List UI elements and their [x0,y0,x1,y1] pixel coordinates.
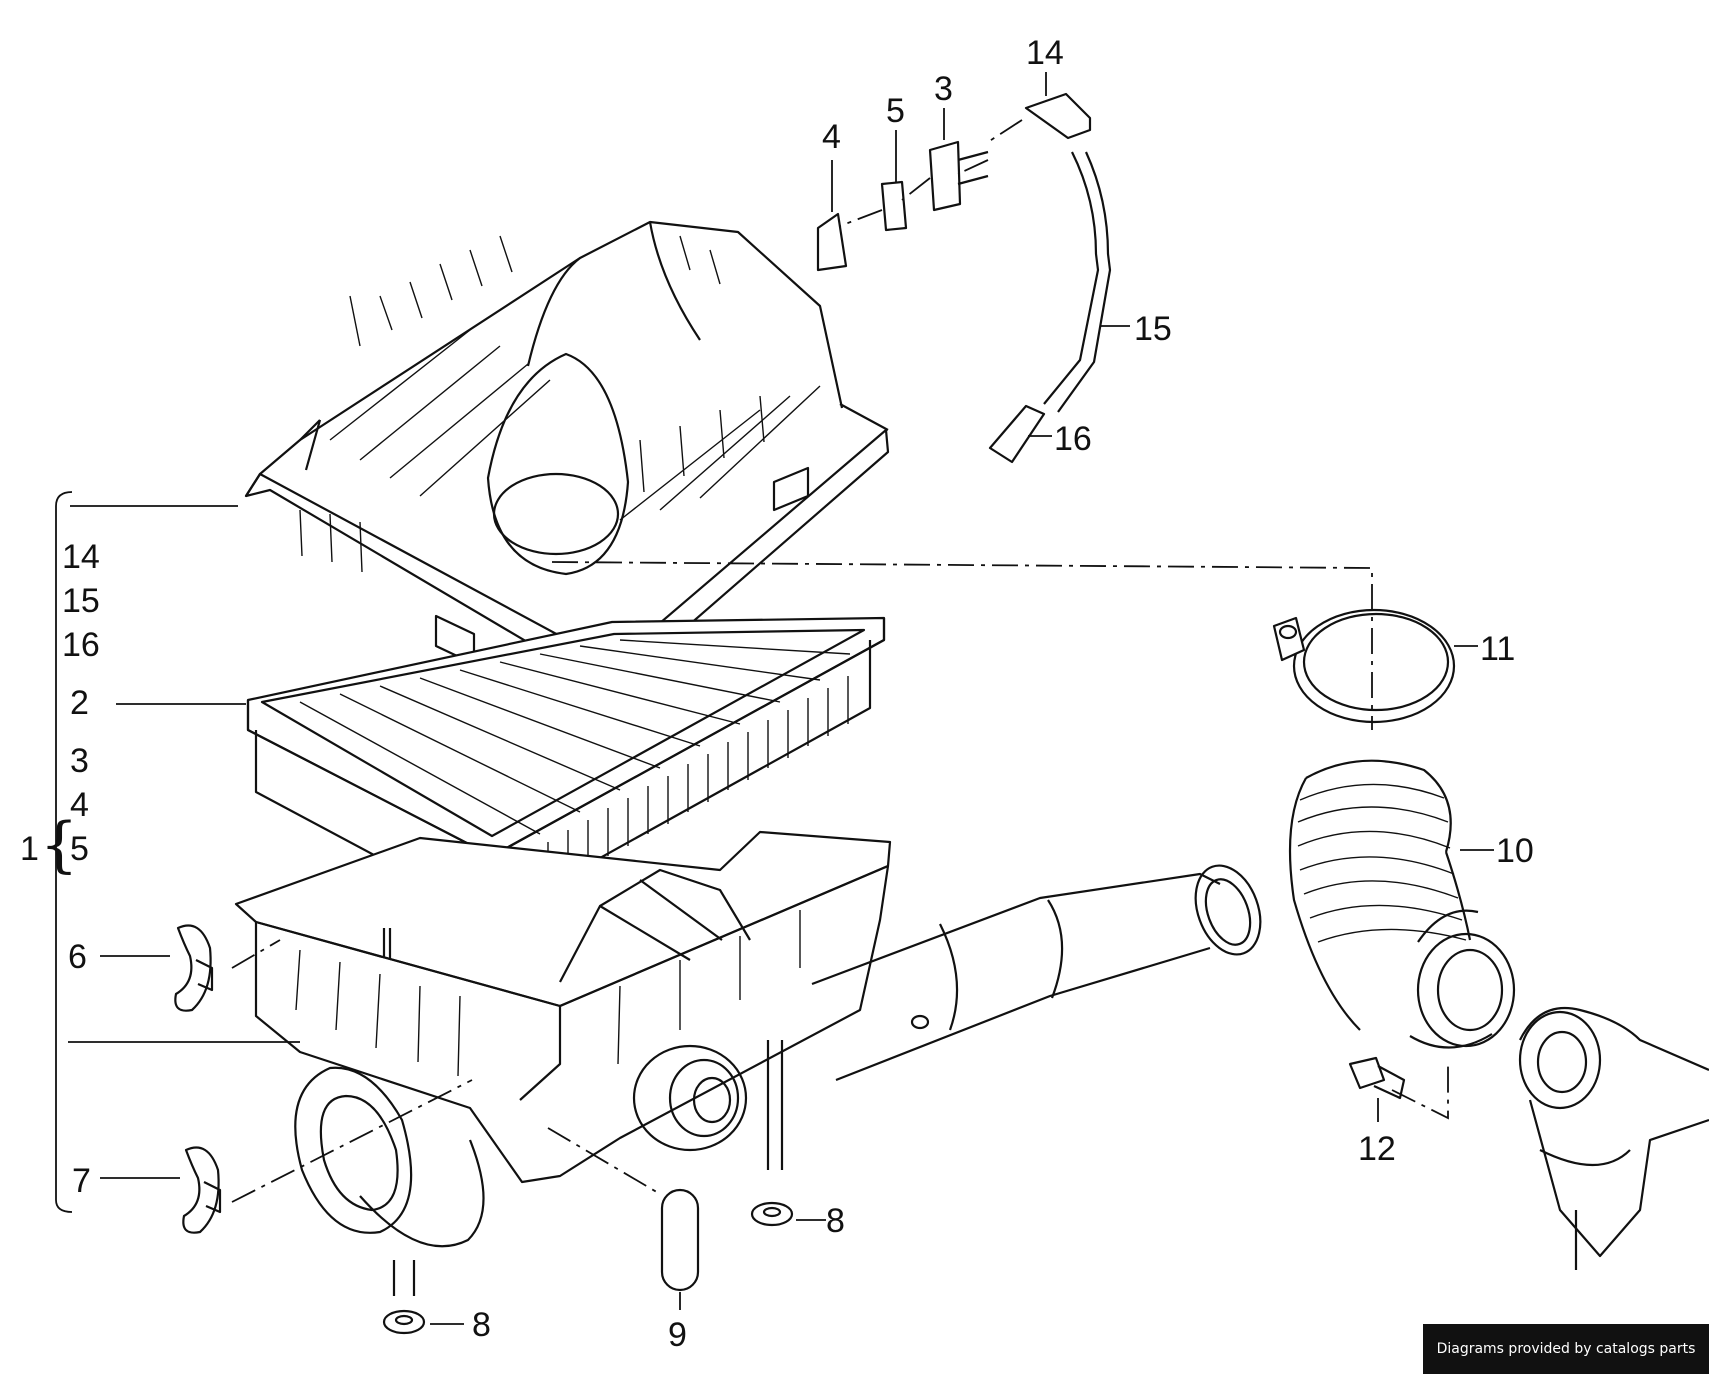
grommet-8-lower [382,1260,426,1335]
callout-6: 6 [68,938,87,976]
callout-4: 4 [822,118,841,156]
callout-16: 16 [1054,420,1092,458]
callout-12: 12 [1358,1130,1396,1168]
bracket-member-4: 4 [70,786,89,824]
bracket-member-5: 5 [70,830,89,868]
bracket-4 [816,212,848,272]
leader-lines [100,72,1494,1325]
part-callouts: 2 3 4 5 6 7 8 8 8 9 10 11 12 14 15 16 [68,34,1534,1354]
bracket-member-14: 14 [62,538,100,576]
callout-10: 10 [1496,832,1534,870]
housing-ribs [295,910,801,1077]
sleeve-16 [988,404,1046,464]
callout-11: 11 [1480,630,1515,668]
intake-hose [1288,759,1516,1049]
bracket-member-15: 15 [62,582,100,620]
hose-15 [1043,151,1100,405]
housing-damper [632,1044,748,1152]
callout-5: 5 [886,92,905,130]
callout-15: 15 [1134,310,1172,348]
lower-housing [234,830,892,1248]
callout-8-lower: 8 [472,1306,491,1344]
callout-3: 3 [934,70,953,108]
seal-9 [660,1188,700,1292]
clip-6 [174,924,214,1012]
assembly-number: 1 [20,830,39,868]
assembly-group-bracket: 1 { 14 15 16 2 3 4 5 [20,491,300,1213]
callout-7: 7 [72,1162,91,1200]
bracket-member-3: 3 [70,742,89,780]
assembly-centerlines [231,119,1449,1203]
callout-14: 14 [1026,34,1064,72]
upper-housing-cover [244,220,890,694]
bracket-brace: { [40,810,78,880]
throttle-body [1518,1006,1709,1270]
bracket-member-2: 2 [70,684,89,722]
mounting-bolt [1348,1056,1406,1100]
elbow-14 [1024,92,1092,140]
intake-duct [811,864,1262,1082]
credit-banner: Diagrams provided by catalogs parts [1423,1324,1709,1374]
clip-7 [182,1146,222,1234]
bracket-member-16: 16 [62,626,100,664]
seal-5 [880,180,908,232]
hose-clamp [1272,608,1456,724]
hose-corrugations [1297,783,1467,943]
valve-3 [928,140,962,212]
cover-outlet [492,472,620,556]
small-parts [816,92,1112,464]
cover-ribs [299,235,821,573]
grommet-8-right [750,1040,794,1227]
callout-8-right: 8 [826,1202,845,1240]
callout-9: 9 [668,1316,687,1354]
